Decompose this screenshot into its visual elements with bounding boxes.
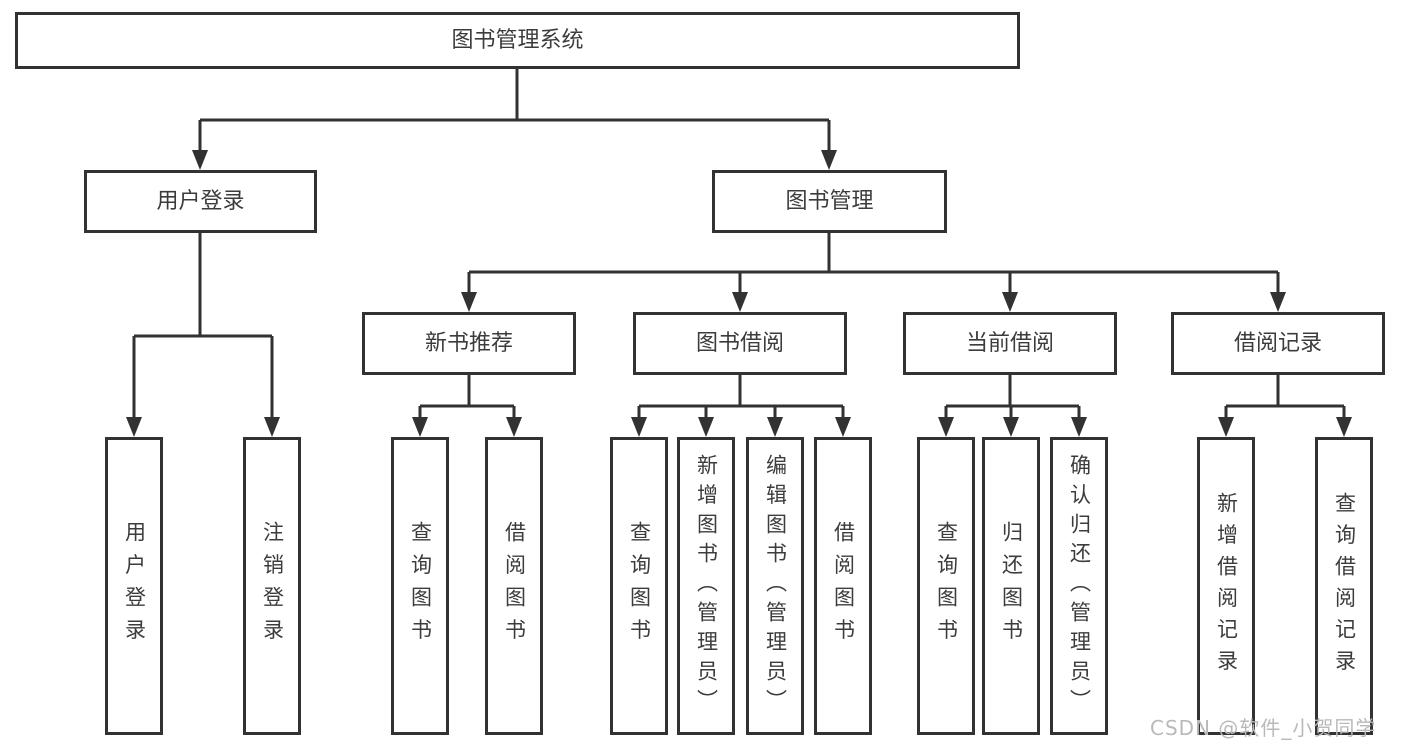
leaf-confirm-return-admin-label: 确认归还（管理员）: [1067, 453, 1092, 719]
node-user-login-label: 用户登录: [156, 188, 245, 214]
node-new-book-recommend: 新书推荐: [362, 312, 576, 375]
leaf-user-login-label: 用户登录: [122, 520, 147, 652]
leaf-borrow-book-borrowing: 借阅图书: [814, 437, 872, 735]
node-user-login: 用户登录: [84, 170, 317, 233]
node-root: 图书管理系统: [15, 12, 1020, 69]
node-borrowing-records: 借阅记录: [1171, 312, 1385, 375]
node-current-borrowing: 当前借阅: [903, 312, 1117, 375]
leaf-return-book: 归还图书: [982, 437, 1040, 735]
node-book-borrowing: 图书借阅: [633, 312, 847, 375]
leaf-return-book-label: 归还图书: [999, 520, 1024, 652]
leaf-user-login: 用户登录: [105, 437, 163, 735]
node-new-book-recommend-label: 新书推荐: [424, 330, 513, 356]
node-borrowing-records-label: 借阅记录: [1233, 330, 1322, 356]
csdn-watermark: CSDN @软件_小贺同学: [1150, 716, 1377, 740]
leaf-query-book-recommend: 查询图书: [391, 437, 449, 735]
leaf-query-book-borrowing: 查询图书: [610, 437, 668, 735]
node-root-label: 图书管理系统: [451, 27, 584, 53]
node-current-borrowing-label: 当前借阅: [965, 330, 1054, 356]
leaf-edit-book-admin: 编辑图书（管理员）: [746, 437, 804, 735]
leaf-add-book-admin-label: 新增图书（管理员）: [694, 453, 719, 719]
leaf-query-book-borrowing-label: 查询图书: [627, 520, 652, 652]
leaf-add-borrow-record-label: 新增借阅记录: [1214, 491, 1239, 681]
leaf-edit-book-admin-label: 编辑图书（管理员）: [763, 453, 788, 719]
leaf-query-book-recommend-label: 查询图书: [408, 520, 433, 652]
node-book-management: 图书管理: [712, 170, 947, 233]
leaf-borrow-book-recommend: 借阅图书: [485, 437, 543, 735]
leaf-add-borrow-record: 新增借阅记录: [1197, 437, 1255, 735]
leaf-confirm-return-admin: 确认归还（管理员）: [1050, 437, 1108, 735]
leaf-borrow-book-recommend-label: 借阅图书: [502, 520, 527, 652]
leaf-query-borrow-record: 查询借阅记录: [1315, 437, 1373, 735]
leaf-query-book-current: 查询图书: [917, 437, 975, 735]
node-book-borrowing-label: 图书借阅: [695, 330, 784, 356]
leaf-logout-label: 注销登录: [260, 520, 285, 652]
leaf-add-book-admin: 新增图书（管理员）: [677, 437, 735, 735]
node-book-management-label: 图书管理: [785, 188, 874, 214]
leaf-query-book-current-label: 查询图书: [934, 520, 959, 652]
leaf-query-borrow-record-label: 查询借阅记录: [1332, 491, 1357, 681]
leaf-borrow-book-borrowing-label: 借阅图书: [831, 520, 856, 652]
leaf-logout: 注销登录: [243, 437, 301, 735]
